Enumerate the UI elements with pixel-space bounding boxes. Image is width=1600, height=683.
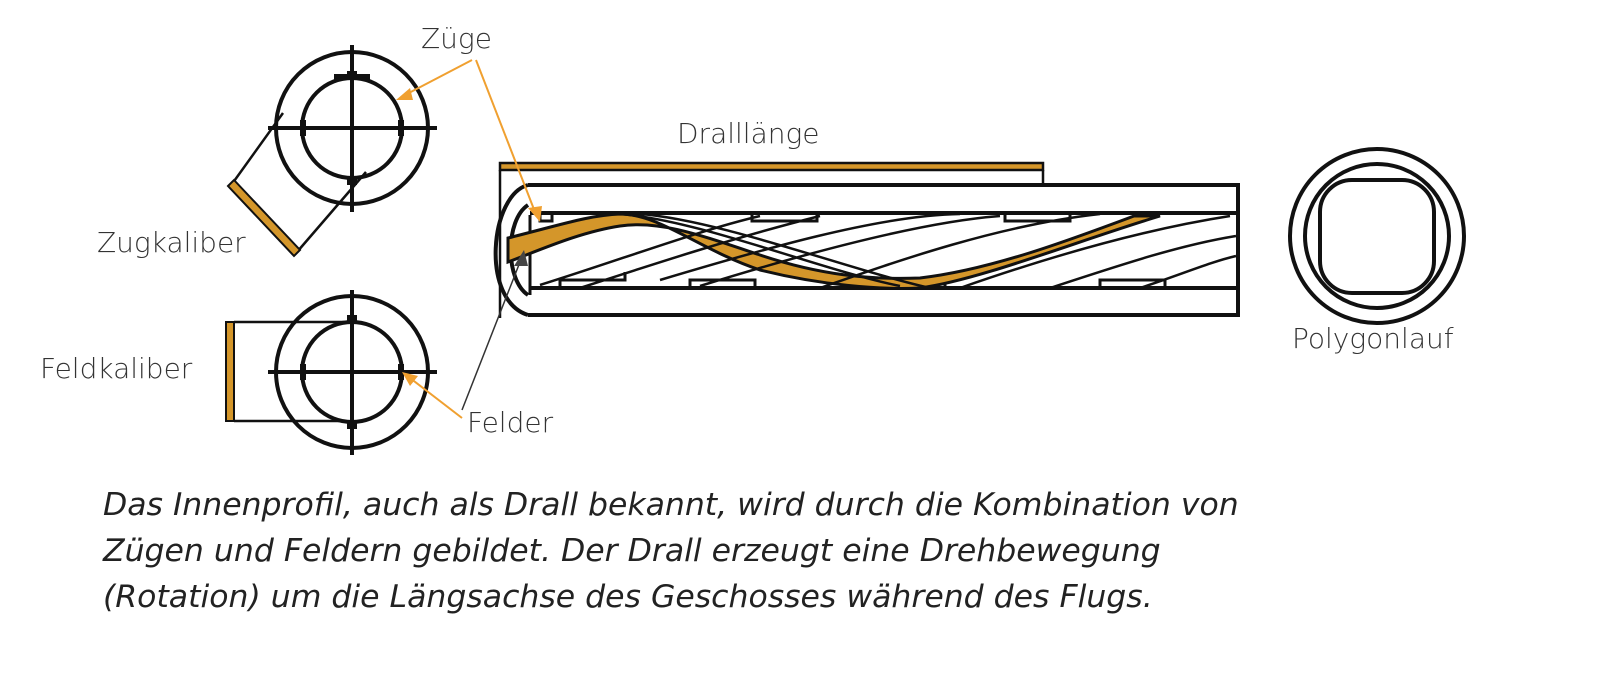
barrel <box>493 183 1240 317</box>
label-polygonlauf: Polygonlauf <box>1292 322 1454 355</box>
caption-line: (Rotation) um die Längsachse des Geschos… <box>103 579 1153 615</box>
dralllaenge-bar <box>498 161 1045 172</box>
label-felder: Felder <box>467 406 554 439</box>
caption-line: Zügen und Feldern gebildet. Der Drall er… <box>103 533 1161 569</box>
zugkaliber-cross-section <box>226 45 437 258</box>
label-zugkaliber: Zugkaliber <box>97 226 246 259</box>
caption-line: Das Innenprofil, auch als Drall bekannt,… <box>103 487 1239 523</box>
label-feldkaliber: Feldkaliber <box>40 352 193 385</box>
polygonlauf-cross-section <box>1288 147 1466 325</box>
label-zuege: Züge <box>421 22 492 55</box>
feldkaliber-cross-section <box>225 290 437 455</box>
label-dralllaenge: Dralllänge <box>677 117 820 150</box>
caption: Das Innenprofil, auch als Drall bekannt,… <box>103 482 1239 620</box>
